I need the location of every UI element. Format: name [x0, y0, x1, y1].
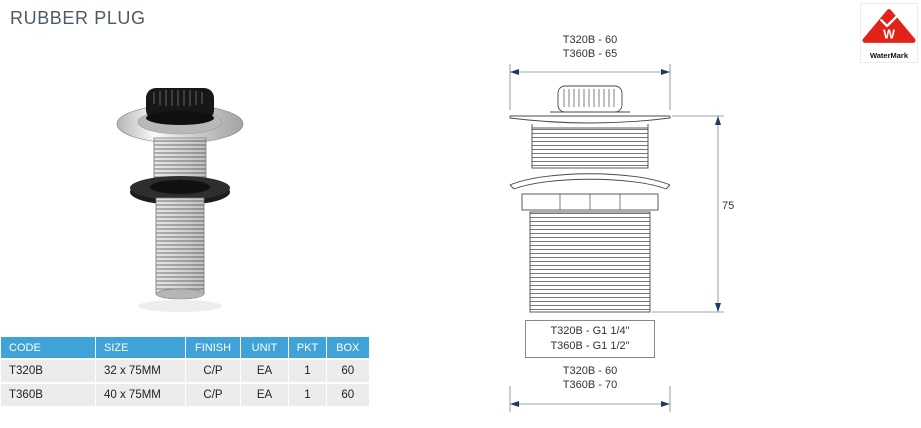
drawing-washer [509, 173, 671, 190]
drawing-lower-thread [529, 211, 651, 313]
top-dimension-label: T320B - 60 T360B - 65 [510, 33, 670, 61]
table-row: T320B 32 x 75MM C/P EA 1 60 [0, 359, 369, 384]
top-dimension-line2: T360B - 65 [562, 48, 618, 60]
drawing-plug-cap [550, 85, 630, 113]
dimension-arrows [510, 69, 721, 407]
drawing-nut [521, 193, 659, 211]
thread-size-line1: T320B - G1 1/4" [550, 325, 630, 337]
technical-drawing-lines [509, 64, 724, 412]
watermark-logo: W WaterMark [860, 3, 918, 63]
cell-code: T320B [0, 359, 96, 384]
cell-finish: C/P [185, 383, 241, 408]
bottom-dimension-line1: T320B - 60 [562, 365, 618, 377]
cell-pkt: 1 [288, 383, 327, 408]
dimension-lines [509, 64, 724, 412]
col-header-pkt: PKT [288, 337, 327, 360]
bottom-dimension-line2: T360B - 70 [562, 379, 618, 391]
product-photo [108, 80, 258, 320]
lower-thread-body [155, 197, 205, 300]
cell-box: 60 [326, 383, 369, 408]
spec-table: CODE SIZE FINISH UNIT PKT BOX T320B 32 x… [0, 337, 369, 408]
thread-size-box: T320B - G1 1/4" T360B - G1 1/2" [525, 320, 655, 358]
bottom-dimension-label: T320B - 60 T360B - 70 [510, 364, 670, 392]
col-header-finish: FINISH [185, 337, 241, 360]
rubber-washer [130, 176, 230, 205]
cell-box: 60 [326, 359, 369, 384]
table-row: T360B 40 x 75MM C/P EA 1 60 [0, 383, 369, 408]
drawing-upper-thread [531, 124, 649, 169]
plug-shadow [138, 300, 222, 312]
cell-unit: EA [240, 359, 289, 384]
cell-size: 32 x 75MM [95, 359, 186, 384]
col-header-unit: UNIT [240, 337, 289, 360]
col-header-box: BOX [326, 337, 369, 360]
table-header-row: CODE SIZE FINISH UNIT PKT BOX [0, 337, 369, 360]
watermark-triangle-icon: W [862, 9, 916, 43]
rubber-plug-cap [146, 88, 214, 125]
cell-finish: C/P [185, 359, 241, 384]
cell-pkt: 1 [288, 359, 327, 384]
top-dimension-line1: T320B - 60 [562, 34, 618, 46]
drawing-flange [509, 115, 671, 124]
cell-size: 40 x 75MM [95, 383, 186, 408]
svg-text:W: W [883, 28, 895, 42]
col-header-size: SIZE [95, 337, 186, 360]
product-photo-illustration [116, 88, 244, 312]
watermark-label: WaterMark [869, 51, 909, 60]
height-dimension-label: 75 [722, 200, 735, 212]
col-header-code: CODE [0, 337, 96, 360]
cell-code: T360B [0, 383, 96, 408]
cell-unit: EA [240, 383, 289, 408]
page-title: RUBBER PLUG [10, 8, 146, 28]
thread-size-line2: T360B - G1 1/2" [550, 340, 630, 352]
technical-drawing: T320B - 60 T360B - 65 75 T320B - G1 1/4"… [470, 28, 780, 426]
